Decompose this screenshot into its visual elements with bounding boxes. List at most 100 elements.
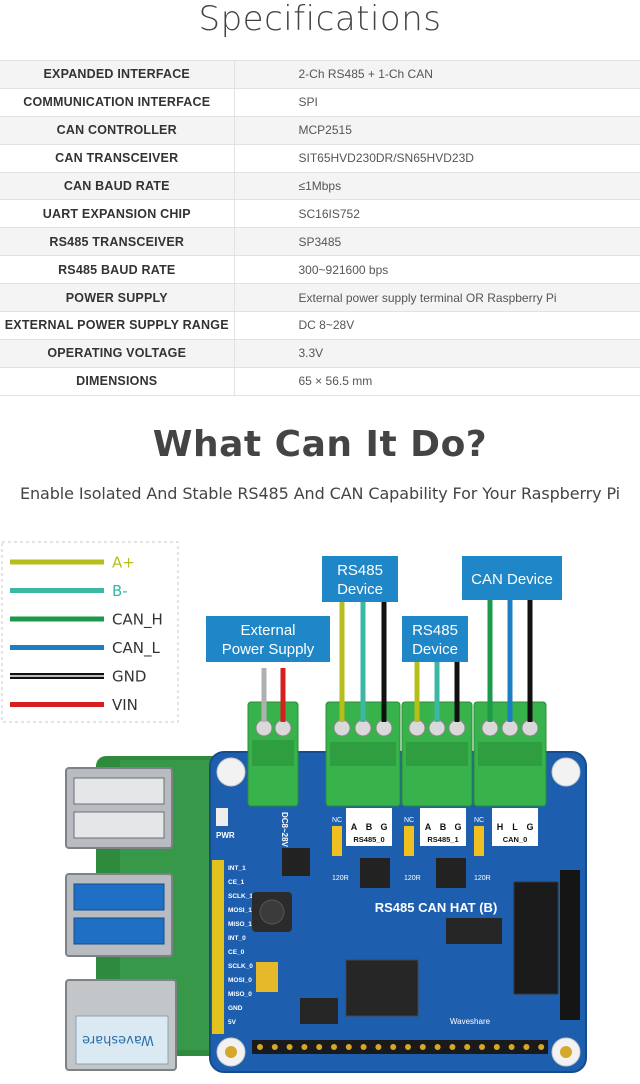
spec-value: SP3485 <box>234 227 640 257</box>
pin-label: CE_1 <box>228 879 245 886</box>
callout-rs485b-l1: RS485 <box>412 622 458 639</box>
port0-label: RS485_0 <box>353 835 384 844</box>
gpio-pin <box>360 1044 367 1050</box>
pin-label: INT_1 <box>228 865 246 872</box>
spec-key: EXPANDED INTERFACE <box>0 60 235 89</box>
ethernet-port: Waveshare <box>65 979 177 1071</box>
spec-key: COMMUNICATION INTERFACE <box>0 87 235 117</box>
nc-label-1: NC <box>404 817 414 824</box>
res-label-0: 120R <box>332 875 349 882</box>
callout-can: CAN Device <box>471 571 553 588</box>
terminal-screw <box>501 719 519 737</box>
gpio-pin <box>464 1044 471 1050</box>
gpio-pin <box>345 1044 352 1050</box>
spec-value: 300~921600 bps <box>234 255 640 285</box>
nc-label-2: NC <box>474 817 484 824</box>
hat-name: RS485 CAN HAT (B) <box>375 900 498 915</box>
port2-label: CAN_0 <box>503 835 528 844</box>
terminal-screw <box>354 719 372 737</box>
pin-label: GND <box>228 1005 243 1012</box>
terminal-screw <box>521 719 539 737</box>
gpio-pin <box>405 1044 411 1050</box>
callout-rs485-b: RS485 Device <box>402 616 468 662</box>
pin-label: MISO_0 <box>228 991 252 998</box>
gpio-pin <box>257 1044 263 1050</box>
port-letter: B <box>366 822 373 832</box>
spec-key: CAN CONTROLLER <box>0 115 235 145</box>
terminal-screw <box>333 719 351 737</box>
spec-key: EXTERNAL POWER SUPPLY RANGE <box>0 311 235 340</box>
legend-label: B- <box>112 582 128 600</box>
nc-label-0: NC <box>332 817 342 824</box>
spec-key: UART EXPANSION CHIP <box>0 199 235 229</box>
terminal-screw <box>274 719 292 737</box>
port-letter: B <box>440 822 447 832</box>
pin-label: SCLK_1 <box>228 893 253 900</box>
spec-value: 65 × 56.5 mm <box>234 366 640 396</box>
port-letter: A <box>351 822 358 832</box>
terminal-screw <box>448 719 466 737</box>
port-letter: G <box>380 822 387 832</box>
gpio-pin <box>390 1044 397 1050</box>
wires <box>261 600 533 722</box>
spec-row: CAN BAUD RATE≤1Mbps <box>0 171 640 201</box>
brand-label: Waveshare <box>450 1017 491 1026</box>
what-subtitle: Enable Isolated And Stable RS485 And CAN… <box>19 484 621 503</box>
port-letter: L <box>512 822 518 832</box>
gpio-pin <box>523 1044 530 1050</box>
pwr-label: PWR <box>216 831 235 840</box>
spec-key: CAN BAUD RATE <box>0 171 235 201</box>
port-letter: H <box>497 822 504 832</box>
port-letter: G <box>526 822 533 832</box>
legend-label: CAN_H <box>112 611 163 630</box>
terminal-screw <box>255 719 273 737</box>
gpio-pin <box>316 1044 323 1050</box>
gpio-pin <box>479 1044 485 1050</box>
what-title: What Can It Do? <box>152 424 488 465</box>
pin-label: 5V <box>228 1019 237 1026</box>
spec-value: 3.3V <box>234 338 640 368</box>
usb-port-1 <box>65 767 173 849</box>
gpio-pin <box>434 1044 441 1050</box>
gpio-pin <box>508 1044 515 1050</box>
spec-key: OPERATING VOLTAGE <box>0 338 235 368</box>
hat-board: INT_1CE_1SCLK_1MOSI_1MISO_1INT_0CE_0SCLK… <box>209 751 587 1073</box>
terminal-screw <box>375 719 393 737</box>
gpio-pin <box>493 1044 500 1050</box>
terminal-screw <box>481 719 499 737</box>
spec-value: SPI <box>234 87 640 117</box>
legend-label: GND <box>112 668 146 686</box>
res-label-2: 120R <box>474 875 491 882</box>
dc-range-label: DC8~28V <box>280 812 289 848</box>
spec-value: DC 8~28V <box>234 311 640 340</box>
legend-label: A+ <box>112 554 135 572</box>
pin-label: CE_0 <box>228 949 245 956</box>
callout-external-l2: Power Supply <box>222 641 315 658</box>
spec-value: External power supply terminal OR Raspbe… <box>234 283 640 313</box>
gpio-pin <box>301 1044 308 1050</box>
pin-label: MISO_1 <box>228 921 252 928</box>
spec-key: CAN TRANSCEIVER <box>0 143 235 173</box>
callout-rs485b-l2: Device <box>412 641 458 658</box>
gpio-pin <box>375 1044 382 1050</box>
gpio-pin <box>538 1044 545 1050</box>
specs-title: Specifications <box>198 0 442 39</box>
callout-can-device: CAN Device <box>462 556 562 600</box>
gpio-pin <box>271 1044 278 1050</box>
ethernet-sticker-text: Waveshare <box>82 1032 154 1047</box>
spec-key: RS485 BAUD RATE <box>0 255 235 285</box>
pin-label: SCLK_0 <box>228 963 253 970</box>
spec-value: ≤1Mbps <box>234 171 640 201</box>
